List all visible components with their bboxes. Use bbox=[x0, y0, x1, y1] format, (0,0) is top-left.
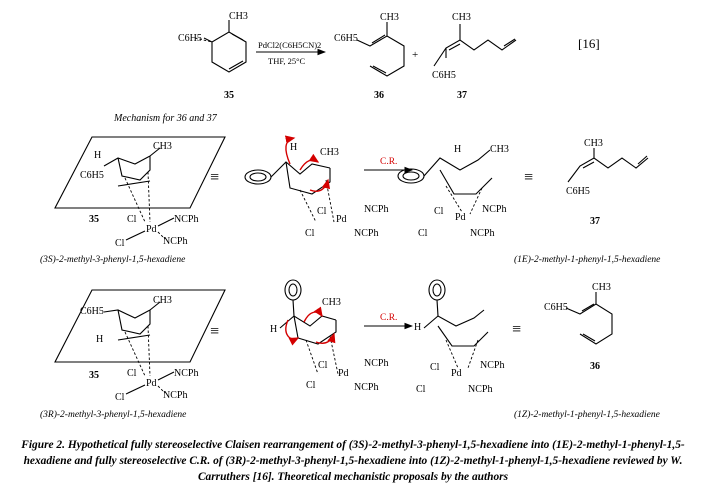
row1-ts-cl2: Cl bbox=[305, 228, 315, 239]
row2-cl2: Cl bbox=[115, 392, 125, 403]
product-36-phenyl-label: C6H5 bbox=[334, 33, 358, 44]
row2-name-right: (1Z)-2-methyl-1-phenyl-1,5-hexadiene bbox=[514, 409, 660, 420]
row2-plane bbox=[54, 289, 226, 363]
caption-text: Hypothetical fully stereoselective Clais… bbox=[23, 439, 685, 483]
row2-transition-state: H CH3 Cl Pd Cl NCPh NCPh bbox=[270, 279, 388, 393]
compound-label-37: 37 bbox=[457, 90, 467, 101]
mechanism-row-2: C6H5 CH3 H 35 Cl Pd Cl NCPh NCPh (3R)-2-… bbox=[40, 279, 660, 420]
figure-caption: Figure 2. Hypothetical fully stereoselec… bbox=[8, 437, 698, 485]
product-37-structure: CH3 C6H5 bbox=[432, 12, 517, 81]
row2-methyl-label: CH3 bbox=[153, 295, 172, 306]
row2-ts-ncph1: NCPh bbox=[364, 358, 388, 369]
row1-ncph1: NCPh bbox=[174, 214, 198, 225]
row2-cl1: Cl bbox=[127, 368, 137, 379]
row1-prod-cl2: Cl bbox=[418, 228, 428, 239]
row1-name-right: (1E)-2-methyl-1-phenyl-1,5-hexadiene bbox=[514, 254, 660, 265]
row1-plane bbox=[54, 136, 226, 209]
row1-ts-h: H bbox=[290, 142, 297, 153]
row1-final-methyl: CH3 bbox=[584, 138, 603, 149]
mechanism-row-1: H CH3 C6H5 35 Cl Pd Cl NCPh NCPh (3S)-2-… bbox=[40, 135, 660, 265]
row1-prod-pd: Pd bbox=[455, 212, 466, 223]
row2-reactant-complex: C6H5 CH3 H 35 Cl Pd Cl NCPh NCPh bbox=[54, 289, 226, 403]
row1-prod-ncph1: NCPh bbox=[482, 204, 506, 215]
row2-final-compound: 36 bbox=[590, 361, 600, 372]
product-37-phenyl-label: C6H5 bbox=[432, 70, 456, 81]
compound-label-35: 35 bbox=[224, 90, 234, 101]
row1-compound-label: 35 bbox=[89, 214, 99, 225]
row1-final-structure: CH3 C6H5 37 bbox=[566, 138, 649, 227]
row1-prod-methyl: CH3 bbox=[490, 144, 509, 155]
row2-ncph1: NCPh bbox=[174, 368, 198, 379]
row1-pd: Pd bbox=[146, 224, 157, 235]
row1-ts-methyl: CH3 bbox=[320, 147, 339, 158]
row1-ts-ncph1: NCPh bbox=[364, 204, 388, 215]
compound-label-36: 36 bbox=[374, 90, 384, 101]
row2-prod-cl2: Cl bbox=[416, 384, 426, 395]
reactant-35-structure: C6H5 CH3 bbox=[178, 11, 248, 73]
reactant-methyl-label: CH3 bbox=[229, 11, 248, 22]
row2-ts-h: H bbox=[270, 324, 277, 335]
row1-product-complex: H CH3 Cl Pd Cl NCPh NCPh bbox=[397, 144, 509, 239]
row1-final-phenyl: C6H5 bbox=[566, 186, 590, 197]
row2-name-left: (3R)-2-methyl-3-phenyl-1,5-hexadiene bbox=[40, 409, 186, 420]
row1-prod-h: H bbox=[454, 144, 461, 155]
top-equation: C6H5 CH3 35 PdCl2(C6H5CN)2 THF, 25°C C6H… bbox=[178, 11, 600, 101]
row1-arrow-label: C.R. bbox=[380, 157, 397, 167]
row2-final-phenyl: C6H5 bbox=[544, 302, 568, 313]
row2-prod-ncph2: NCPh bbox=[468, 384, 492, 395]
product-36-structure: C6H5 CH3 bbox=[334, 12, 405, 77]
row2-product-complex: H Cl Pd Cl NCPh NCPh bbox=[414, 279, 504, 395]
row2-prod-cl1: Cl bbox=[430, 362, 440, 373]
row2-prod-pd: Pd bbox=[451, 368, 462, 379]
plus-sign: + bbox=[412, 49, 418, 61]
row1-phenyl-label: C6H5 bbox=[80, 170, 104, 181]
row2-ncph2: NCPh bbox=[163, 390, 187, 401]
row1-prod-ncph2: NCPh bbox=[470, 228, 494, 239]
product-37-methyl-label: CH3 bbox=[452, 12, 471, 23]
row1-equiv-1: ≡ bbox=[210, 169, 219, 186]
row1-equiv-2: ≡ bbox=[524, 169, 533, 186]
product-36-methyl-label: CH3 bbox=[380, 12, 399, 23]
row1-ts-pd: Pd bbox=[336, 214, 347, 225]
row2-ts-methyl: CH3 bbox=[322, 297, 341, 308]
row2-ts-cl2: Cl bbox=[306, 380, 316, 391]
mechanism-heading: Mechanism for 36 and 37 bbox=[113, 113, 218, 124]
equation-number: [16] bbox=[578, 36, 600, 51]
row1-name-left: (3S)-2-methyl-3-phenyl-1,5-hexadiene bbox=[40, 254, 185, 265]
row2-arrow-label: C.R. bbox=[380, 313, 397, 323]
figure-label: Figure 2. bbox=[21, 439, 65, 451]
row1-prod-cl1: Cl bbox=[434, 206, 444, 217]
row1-ts-ncph2: NCPh bbox=[354, 228, 378, 239]
row2-prod-h: H bbox=[414, 322, 421, 333]
conditions-label: THF, 25°C bbox=[268, 56, 306, 66]
row2-compound-label: 35 bbox=[89, 370, 99, 381]
row2-phenyl-label: C6H5 bbox=[80, 306, 104, 317]
row1-reactant-complex: H CH3 C6H5 35 Cl Pd Cl NCPh NCPh bbox=[54, 136, 226, 249]
row2-final-methyl: CH3 bbox=[592, 282, 611, 293]
row2-final-structure: C6H5 CH3 36 bbox=[544, 282, 613, 372]
row2-prod-ncph1: NCPh bbox=[480, 360, 504, 371]
row1-cl2: Cl bbox=[115, 238, 125, 249]
reagent-label: PdCl2(C6H5CN)2 bbox=[258, 40, 321, 50]
row1-ncph2: NCPh bbox=[163, 236, 187, 247]
row2-ts-cl1: Cl bbox=[318, 360, 328, 371]
row1-final-compound: 37 bbox=[590, 216, 600, 227]
row1-h-label: H bbox=[94, 150, 101, 161]
row2-equiv-1: ≡ bbox=[210, 323, 219, 340]
row1-cl1: Cl bbox=[127, 214, 137, 225]
row1-transition-state: H CH3 Cl Pd Cl NCPh NCPh bbox=[244, 135, 388, 239]
row2-h-label: H bbox=[96, 334, 103, 345]
row2-ts-pd: Pd bbox=[338, 368, 349, 379]
row2-ts-ncph2: NCPh bbox=[354, 382, 378, 393]
row2-pd: Pd bbox=[146, 378, 157, 389]
row2-equiv-2: ≡ bbox=[512, 321, 521, 338]
row1-methyl-label: CH3 bbox=[153, 141, 172, 152]
reactant-phenyl-label: C6H5 bbox=[178, 33, 202, 44]
row1-ts-cl1: Cl bbox=[317, 206, 327, 217]
